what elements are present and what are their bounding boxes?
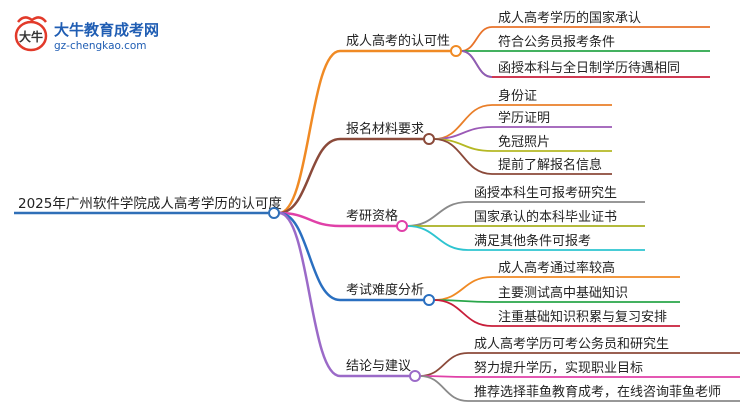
leaf-connector	[419, 352, 469, 377]
branch-collapse-toggle[interactable]	[423, 133, 435, 145]
leaf-connector	[406, 201, 469, 227]
leaf-topic[interactable]: 成人高考通过率较高	[498, 260, 615, 276]
leaf-topic[interactable]: 满足其他条件可报考	[474, 233, 591, 249]
leaf-topic[interactable]: 成人高考学历的国家承认	[498, 10, 641, 26]
branch-topic[interactable]: 考研资格	[346, 208, 398, 224]
site-logo[interactable]: 大牛 大牛教育成考网 gz-chengkao.com	[14, 16, 159, 52]
leaf-connector	[460, 50, 493, 78]
branch-connector	[278, 137, 341, 215]
branch-topic[interactable]: 报名材料要求	[346, 121, 424, 137]
leaf-topic[interactable]: 主要测试高中基础知识	[498, 285, 628, 301]
branch-topic[interactable]: 成人高考的认可性	[346, 33, 450, 49]
root-topic[interactable]: 2025年广州软件学院成人高考学历的认可度	[18, 195, 282, 212]
leaf-topic[interactable]: 免冠照片	[498, 135, 550, 150]
branch-connector	[278, 211, 341, 378]
branch-topic[interactable]: 考试难度分析	[346, 282, 424, 298]
leaf-topic[interactable]: 推荐选择菲鱼教育成考，在线咨询菲鱼老师	[474, 384, 721, 400]
branch-connector	[278, 211, 341, 228]
mind-map-nodes: 2025年广州软件学院成人高考学历的认可度 成人高考的认可性 成人高考学历的国家承认…	[14, 10, 740, 402]
leaf-topic[interactable]: 符合公务员报考条件	[498, 34, 615, 50]
leaf-topic[interactable]: 函授本科生可报考研究生	[474, 186, 617, 201]
leaf-topic[interactable]: 注重基础知识积累与复习安排	[498, 309, 667, 325]
branch-topic[interactable]: 结论与建议	[346, 359, 411, 374]
leaf-topic[interactable]: 努力提升学历，实现职业目标	[474, 360, 643, 376]
leaf-connector	[433, 276, 493, 301]
branch-connector	[278, 49, 341, 215]
leaf-topic[interactable]: 提前了解报名信息	[498, 157, 602, 173]
leaf-connector	[406, 225, 469, 251]
bull-logo-icon: 大牛	[14, 16, 48, 52]
leaf-connector	[419, 375, 469, 402]
leaf-connector	[433, 299, 493, 327]
leaf-topic[interactable]: 国家承认的本科毕业证书	[474, 209, 617, 225]
leaf-topic[interactable]: 学历证明	[498, 110, 550, 126]
leaf-topic[interactable]: 成人高考学历可考公务员和研究生	[474, 336, 669, 352]
connector-lines	[278, 26, 493, 402]
logo-url: gz-chengkao.com	[54, 40, 147, 52]
logo-mark-text: 大牛	[19, 29, 43, 44]
root-collapse-toggle[interactable]	[268, 207, 280, 219]
branch-collapse-toggle[interactable]	[396, 220, 408, 232]
leaf-connector	[433, 138, 493, 175]
leaf-connector	[460, 26, 493, 52]
branch-connector	[278, 211, 341, 302]
logo-title: 大牛教育成考网	[54, 21, 159, 39]
branch-collapse-toggle[interactable]	[409, 370, 421, 382]
branch-collapse-toggle[interactable]	[450, 45, 462, 57]
leaf-topic[interactable]: 身份证	[498, 88, 537, 104]
leaf-topic[interactable]: 函授本科与全日制学历待遇相同	[498, 60, 680, 76]
branch-collapse-toggle[interactable]	[423, 294, 435, 306]
